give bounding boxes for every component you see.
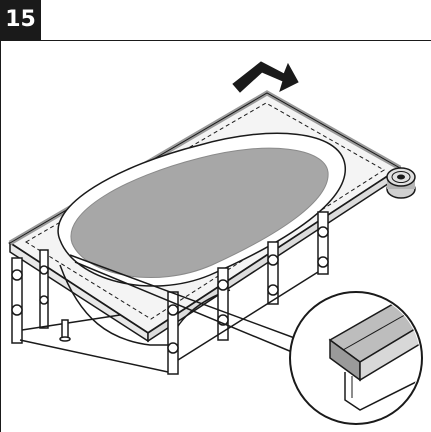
drain-foot: [59, 319, 71, 342]
support-frame: [11, 211, 329, 375]
bathtub-basin: [57, 132, 346, 346]
step-number-badge: 15: [0, 0, 41, 40]
curved-arrow-right-icon: [232, 61, 299, 93]
magnifier-detail-circle: [289, 291, 423, 425]
adjustment-knobs: [11, 226, 329, 354]
frame-top-border: [0, 40, 431, 41]
frame-left-border: [0, 40, 1, 432]
sealing-tape-roll-icon: [386, 167, 416, 199]
detail-callout-lines: [69, 254, 301, 353]
